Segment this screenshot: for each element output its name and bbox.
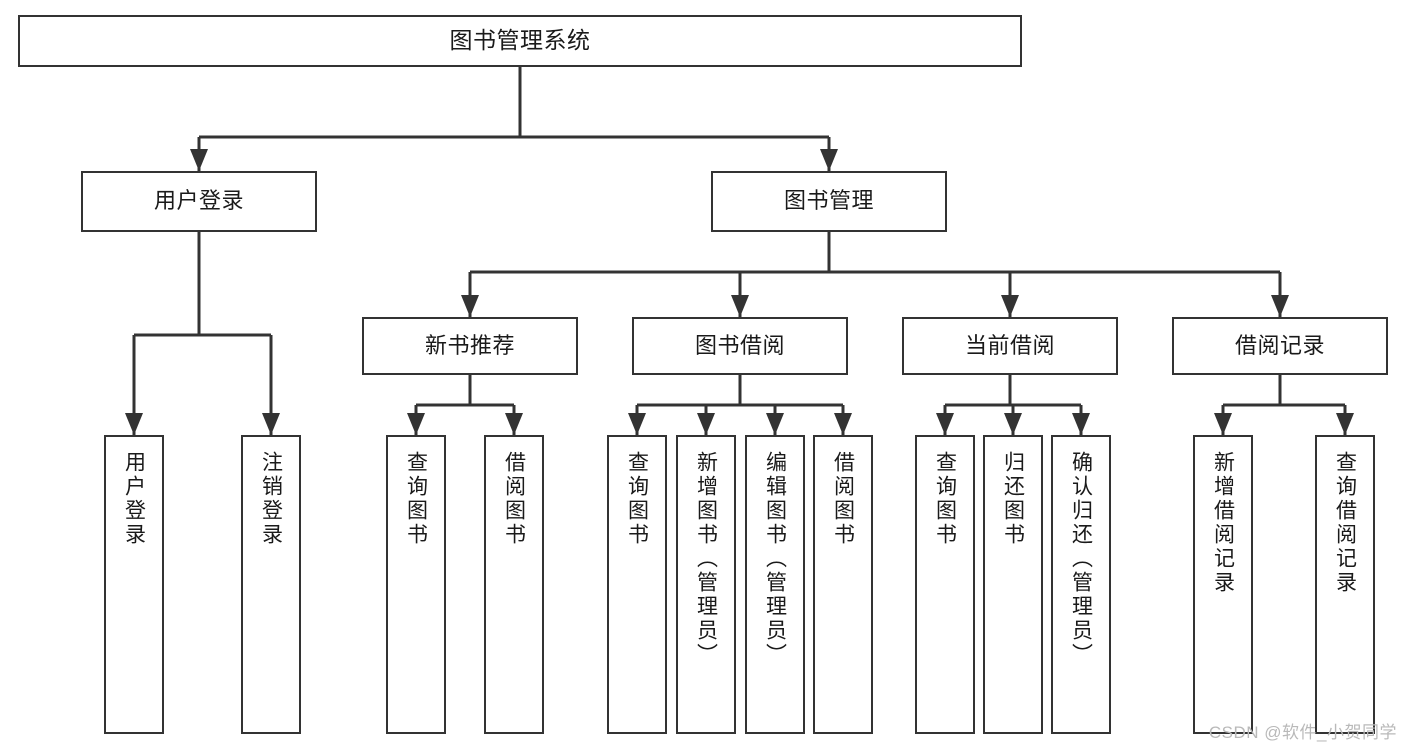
node-label-leaf-query-book-borrow: 查询图书 [625,451,649,547]
node-label-book-borrow: 图书借阅 [694,332,785,358]
node-user-login[interactable]: 用户登录 [81,171,317,232]
node-book-borrow[interactable]: 图书借阅 [632,317,848,375]
node-label-leaf-add-book-admin: 新增图书（管理员） [694,451,718,667]
node-label-root: 图书管理系统 [449,27,591,54]
node-label-leaf-logout-login: 注销登录 [259,451,283,547]
node-label-leaf-add-borrow-record: 新增借阅记录 [1211,451,1235,595]
node-label-leaf-edit-book-admin: 编辑图书（管理员） [763,451,787,667]
node-leaf-borrow-book-recommend[interactable]: 借阅图书 [484,435,544,734]
node-leaf-borrow-book[interactable]: 借阅图书 [813,435,873,734]
node-label-leaf-return-book: 归还图书 [1001,451,1025,547]
node-label-borrow-record: 借阅记录 [1234,332,1325,358]
node-label-leaf-query-book-current: 查询图书 [933,451,957,547]
node-leaf-query-book-recommend[interactable]: 查询图书 [386,435,446,734]
node-leaf-add-borrow-record[interactable]: 新增借阅记录 [1193,435,1253,734]
node-book-management[interactable]: 图书管理 [711,171,947,232]
node-label-leaf-borrow-book-recommend: 借阅图书 [502,451,526,547]
node-new-book-recommend[interactable]: 新书推荐 [362,317,578,375]
node-borrow-record[interactable]: 借阅记录 [1172,317,1388,375]
watermark-text: CSDN @软件_小贺同学 [1208,723,1397,742]
node-leaf-query-book-current[interactable]: 查询图书 [915,435,975,734]
node-leaf-logout-login[interactable]: 注销登录 [241,435,301,734]
node-current-borrow[interactable]: 当前借阅 [902,317,1118,375]
node-label-leaf-query-borrow-record: 查询借阅记录 [1333,451,1357,595]
node-root[interactable]: 图书管理系统 [18,15,1022,67]
node-label-leaf-query-book-recommend: 查询图书 [404,451,428,547]
node-leaf-return-book[interactable]: 归还图书 [983,435,1043,734]
node-label-book-management: 图书管理 [783,188,874,214]
node-leaf-add-book-admin[interactable]: 新增图书（管理员） [676,435,736,734]
node-leaf-confirm-return-admin[interactable]: 确认归还（管理员） [1051,435,1111,734]
node-leaf-user-login[interactable]: 用户登录 [104,435,164,734]
node-label-user-login: 用户登录 [153,188,244,214]
node-label-leaf-user-login: 用户登录 [122,451,146,547]
node-label-leaf-borrow-book: 借阅图书 [831,451,855,547]
node-label-new-book-recommend: 新书推荐 [424,332,515,358]
node-leaf-query-book-borrow[interactable]: 查询图书 [607,435,667,734]
node-label-leaf-confirm-return-admin: 确认归还（管理员） [1069,451,1093,667]
node-label-current-borrow: 当前借阅 [964,332,1055,358]
node-leaf-query-borrow-record[interactable]: 查询借阅记录 [1315,435,1375,734]
node-leaf-edit-book-admin[interactable]: 编辑图书（管理员） [745,435,805,734]
